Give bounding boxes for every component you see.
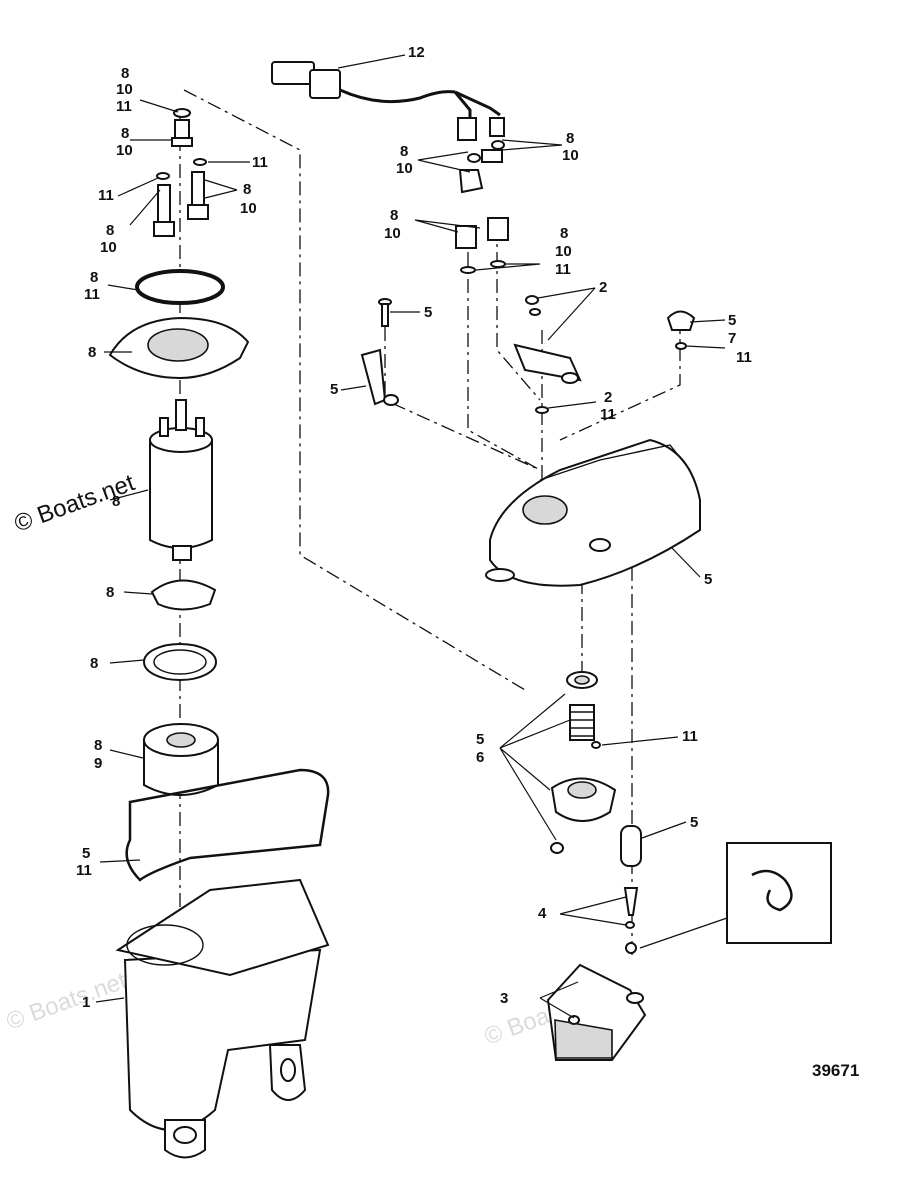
pump-insulator [150, 579, 217, 611]
callout-10: 10 [562, 147, 579, 164]
callout-8: 8 [106, 222, 114, 239]
callout-8: 8 [94, 737, 102, 754]
callout-8: 8 [121, 65, 129, 82]
clip-inset-box [639, 842, 832, 949]
callout-5: 5 [330, 381, 338, 398]
regulator-screw [550, 842, 564, 854]
callout-11: 11 [682, 728, 698, 745]
float-needle-sleeve [620, 825, 642, 867]
callout-11: 11 [555, 261, 571, 278]
terminal-left [457, 117, 484, 194]
screw-long [378, 298, 392, 327]
pump-isolator [143, 643, 217, 681]
callout-8: 8 [106, 584, 114, 601]
callout-2: 2 [604, 389, 612, 406]
fuel-bowl [115, 878, 330, 1159]
callout-2: 2 [599, 279, 607, 296]
callout-8: 8 [566, 130, 574, 147]
callout-10: 10 [116, 81, 133, 98]
callout-10: 10 [100, 239, 117, 256]
fuel-filter [143, 723, 219, 796]
callout-5: 5 [476, 731, 484, 748]
bowl-screw [568, 1015, 580, 1025]
callout-10: 10 [116, 142, 133, 159]
leader-lines [95, 54, 726, 1019]
terminal-right [481, 117, 505, 163]
callout-5: 5 [704, 571, 712, 588]
callouts: 12 8 10 11 8 10 11 11 8 10 8 10 8 11 8 8… [76, 44, 752, 1011]
callout-9: 9 [94, 755, 102, 772]
diaphragm-cap [566, 671, 598, 689]
callout-8: 8 [390, 207, 398, 224]
callout-1: 1 [82, 994, 90, 1011]
callout-4: 4 [538, 905, 547, 922]
callout-6: 6 [476, 749, 484, 766]
small-o-ring-b [591, 741, 601, 749]
callout-8: 8 [112, 493, 120, 510]
callout-11: 11 [736, 349, 752, 366]
fitting-top [171, 108, 193, 147]
callout-8: 8 [400, 143, 408, 160]
screw-set-a [467, 140, 505, 163]
regulator-spring [569, 704, 595, 741]
fitting-left [153, 184, 175, 237]
callout-11: 11 [76, 862, 92, 879]
callout-3: 3 [500, 990, 508, 1007]
callout-5: 5 [690, 814, 698, 831]
callout-10: 10 [240, 200, 257, 217]
callout-11: 11 [252, 154, 268, 171]
callout-11: 11 [84, 286, 100, 303]
callout-11: 11 [116, 98, 132, 115]
electric-fuel-pump [149, 399, 213, 561]
pump-cover-plate [108, 316, 250, 380]
o-ring-small-b [156, 172, 170, 180]
pump-housing-cover [485, 438, 701, 587]
callout-7: 7 [728, 330, 736, 347]
callout-8: 8 [88, 344, 96, 361]
callout-12: 12 [408, 44, 425, 61]
o-ring-large [135, 269, 225, 305]
watermark-faint-left: © Boats.net [3, 967, 131, 1035]
callout-8: 8 [90, 655, 98, 672]
regulator-body [550, 777, 617, 822]
callout-11: 11 [98, 187, 114, 204]
callout-10: 10 [555, 243, 572, 260]
callout-5: 5 [424, 304, 432, 321]
callout-8: 8 [560, 225, 568, 242]
vent-plug [666, 310, 696, 350]
o-ring-small-a [193, 158, 207, 166]
fitting-right [187, 171, 209, 220]
callout-8: 8 [90, 269, 98, 286]
sensor-screws [525, 295, 541, 316]
callout-11: 11 [600, 406, 616, 423]
callout-5: 5 [82, 845, 90, 862]
bowl-gasket [125, 768, 330, 882]
callout-10: 10 [396, 160, 413, 177]
inlet-needle [623, 887, 639, 954]
vent-block [513, 343, 582, 414]
switch-pair [455, 217, 509, 274]
callout-8: 8 [121, 125, 129, 142]
callout-10: 10 [384, 225, 401, 242]
bracket-clip [360, 348, 399, 406]
wiring-harness-connector [271, 61, 501, 130]
callout-8: 8 [243, 181, 251, 198]
figure-number: 39671 [812, 1061, 859, 1080]
callout-5: 5 [728, 312, 736, 329]
float-bowl [546, 963, 647, 1061]
